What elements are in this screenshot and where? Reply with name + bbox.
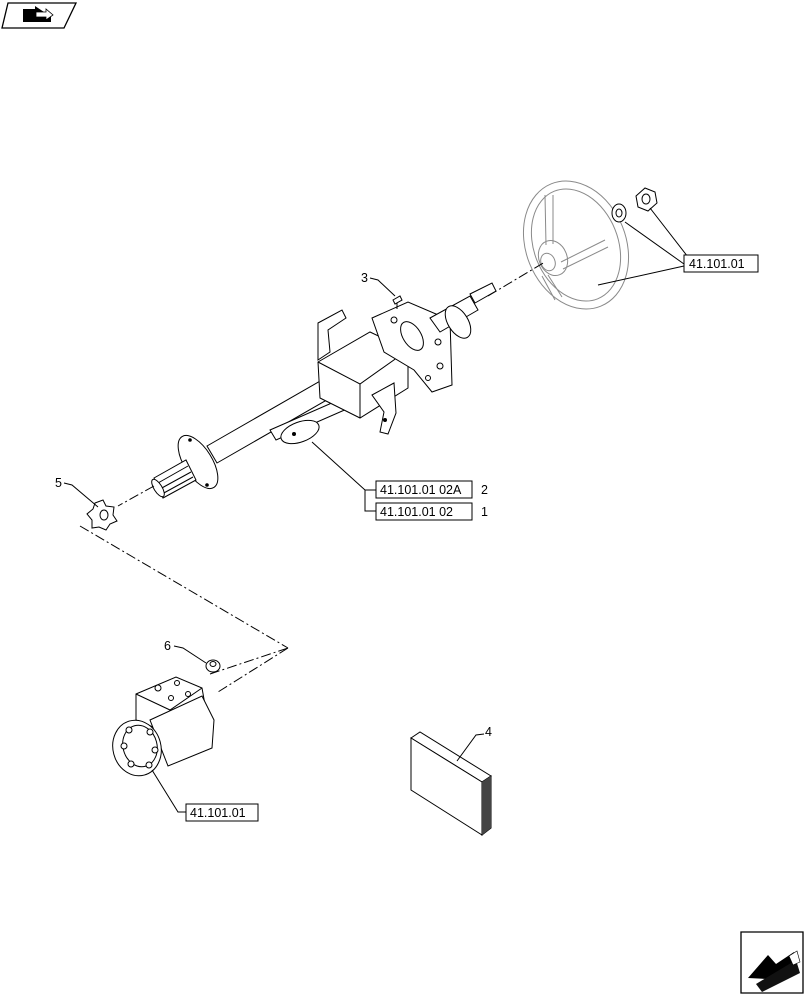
item-number-3: 3 xyxy=(361,271,368,285)
ref-box-steering-wheel[interactable]: 41.101.01 xyxy=(683,254,759,273)
ref-box-column[interactable]: 41.101.01 02 xyxy=(375,502,473,521)
svg-text:41.101.01 02: 41.101.01 02 xyxy=(380,505,453,519)
decal-plate xyxy=(410,731,492,837)
nav-back-arrow-icon[interactable] xyxy=(1,2,78,29)
svg-text:41.101.01 02A: 41.101.01 02A xyxy=(380,483,462,497)
svg-text:41.101.01: 41.101.01 xyxy=(689,257,745,271)
item-number-6: 6 xyxy=(164,639,171,653)
wheel-nut xyxy=(611,187,658,223)
star-knob-part xyxy=(86,499,118,531)
next-page-arrow-icon[interactable] xyxy=(740,931,804,994)
item-number-5: 5 xyxy=(55,476,62,490)
steering-column xyxy=(151,282,497,499)
item-number-2: 2 xyxy=(481,483,488,497)
item-number-4: 4 xyxy=(485,725,492,739)
fitting-part xyxy=(205,659,221,673)
steering-wheel xyxy=(522,180,630,310)
steering-unit xyxy=(112,676,215,777)
item-number-1: 1 xyxy=(481,505,488,519)
svg-text:41.101.01: 41.101.01 xyxy=(190,806,246,820)
ref-box-column-a[interactable]: 41.101.01 02A xyxy=(375,480,473,499)
ref-box-steering-unit[interactable]: 41.101.01 xyxy=(185,803,259,822)
